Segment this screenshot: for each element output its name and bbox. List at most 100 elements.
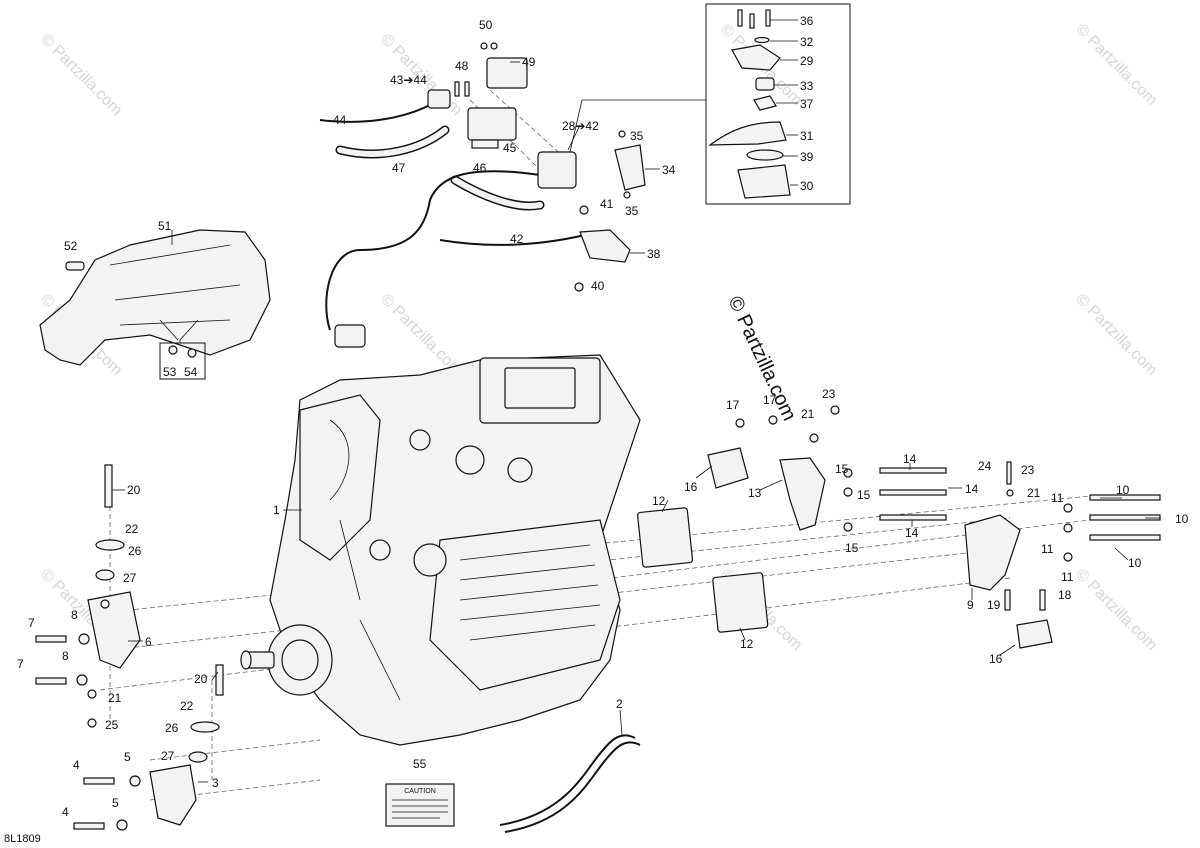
callout-24: 24 [978,459,992,473]
callout-15: 15 [835,462,849,476]
cover-29 [731,44,781,71]
callout-7: 7 [28,616,35,630]
bolt-7b [35,677,67,685]
callout-33: 33 [800,79,814,93]
callout-10: 10 [1116,483,1130,497]
bolt-10c [1089,534,1161,541]
callout-9: 9 [967,598,974,612]
callout-51: 51 [158,219,172,233]
callout-55: 55 [413,757,427,771]
callout-20: 20 [127,483,141,497]
callout-29: 29 [800,54,814,68]
callout-10: 10 [1175,512,1189,526]
callout-34: 34 [662,163,676,177]
detail-frame [705,3,851,205]
callout-7: 7 [17,657,24,671]
callout-39: 39 [800,150,814,164]
callout-54: 54 [184,365,198,379]
callout-26: 26 [165,721,179,735]
pedal-38 [579,229,631,263]
bolt-20b [215,664,224,696]
callout-43: 43➔44 [390,73,427,87]
callout-13: 13 [748,486,762,500]
callout-6: 6 [145,635,152,649]
bolt-4b [73,822,105,830]
mount-bracket-rear [149,764,197,826]
throttle-body-31 [708,121,787,146]
callout-4: 4 [73,758,80,772]
bolt-19 [1004,589,1011,611]
callout-14: 14 [965,482,979,496]
caution-label-55: CAUTION [385,783,455,827]
watermark: © Partzilla.com [1072,291,1160,379]
bracket-49 [486,57,528,89]
callout-21: 21 [108,691,122,705]
throttle-housing-46 [467,107,517,141]
callout-19: 19 [987,598,1001,612]
callout-11: 11 [1051,491,1064,505]
leader-lines [112,19,1160,783]
intake-manifold [429,519,621,691]
callout-22: 22 [125,522,139,536]
bushing-27b [188,751,208,763]
diagram-reference-code: 8L1809 [4,833,41,845]
bolt-10b [1089,514,1161,521]
callout-47: 47 [392,161,406,175]
bushing-27a [95,569,115,581]
mount-bracket-front [87,591,141,669]
callout-44: 44 [333,113,347,127]
callout-22: 22 [180,699,194,713]
callout-1: 1 [273,503,280,517]
throttle-harness [319,42,706,348]
callout-41: 41 [600,197,614,211]
callout-21: 21 [801,407,815,421]
callout-38: 38 [647,247,661,261]
callout-20: 20 [194,672,208,686]
callout-3: 3 [212,776,219,790]
callout-31: 31 [800,129,814,143]
callout-16: 16 [989,652,1003,666]
watermark: © Partzilla.com [377,291,465,379]
callout-5: 5 [112,796,119,810]
bracket-assembly-51 [39,229,271,380]
callout-27: 27 [161,749,175,763]
watermark: © Partzilla.com [1072,566,1160,654]
callout-46: 46 [473,161,487,175]
callout-21: 21 [1027,486,1041,500]
caution-label-text: CAUTION [404,788,436,795]
callout-40: 40 [591,279,605,293]
callout-35: 35 [630,129,644,143]
callout-12: 12 [652,494,666,508]
callout-15: 15 [845,541,859,555]
callout-8: 8 [62,649,69,663]
bolt-4a [83,777,115,785]
bolt-20a [104,464,113,508]
callout-45: 45 [503,141,517,155]
callout-2: 2 [616,697,623,711]
callout-36: 36 [800,14,814,28]
bracket-plate-12a [637,507,694,568]
engine-mounts [35,405,1161,831]
callout-50: 50 [479,18,493,32]
watermark: © Partzilla.com [1072,21,1160,109]
callout-25: 25 [105,718,119,732]
bolt-18 [1039,589,1046,611]
callout-17: 17 [763,393,777,407]
actuator-28 [537,151,577,189]
callout-layer: 1 2 3 4 4 5 5 6 7 7 8 8 9 10 10 10 11 11… [4,14,1189,845]
callout-8: 8 [71,608,78,622]
bolt-14c [879,514,947,521]
callout-48: 48 [455,59,469,73]
callout-27: 27 [123,571,137,585]
callout-52: 52 [64,239,78,253]
mount-bracket-right [964,514,1021,591]
mount-bracket-13 [779,457,826,531]
callout-16: 16 [684,480,698,494]
watermark: © Partzilla.com [37,31,125,119]
bolt-24 [1006,461,1012,485]
callout-53: 53 [163,365,177,379]
callout-42: 42 [510,232,524,246]
callout-32: 32 [800,35,814,49]
callout-10: 10 [1128,556,1142,570]
washer-26a [95,539,125,551]
